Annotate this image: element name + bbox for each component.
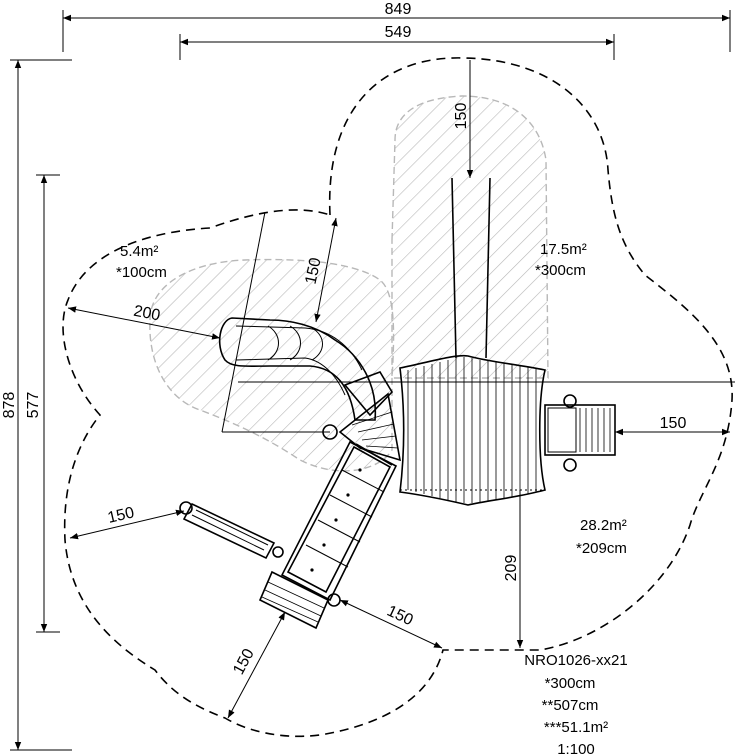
product-height: *300cm [545,675,596,692]
clearance-bottom-left-arrow [227,611,286,719]
clearance-bottom-left-label: 150 [230,646,258,678]
left-height-label: *100cm [116,264,167,281]
clearance-left-arrow [69,509,185,540]
clearance-top-label: 150 [453,103,470,130]
post-cap-icon [563,394,577,408]
clearance-bottom-right-arrow [339,599,443,649]
dimension-overall-width [62,10,731,52]
clearance-left-label: 150 [106,504,136,527]
clearance-center-down-label: 209 [503,555,520,582]
product-total-area: ***51.1m² [544,719,608,736]
clearance-slide-arrow [314,217,338,323]
inner-width-label: 549 [385,24,412,41]
slide [218,317,394,421]
top-right-height-label: *300cm [535,262,586,279]
scale-label: 1:100 [557,741,595,756]
overall-width-label: 849 [385,1,412,18]
balance-beam [179,501,284,560]
slide-clearance-box [221,211,735,433]
side-steps [544,394,616,472]
tower-use-zone [391,95,549,379]
safety-zone-outline [62,57,733,738]
clearance-slide-side-arrow [67,306,221,340]
bottom-right-height-label: *209cm [576,540,627,557]
post-cap-icon [563,458,577,472]
product-info: NRO1026-xx21 *300cm **507cm ***51.1m² 1:… [524,652,627,756]
product-length: **507cm [542,697,599,714]
bottom-right-area-label: 28.2m² [580,517,627,534]
clearance-slide-label: 150 [303,256,325,286]
post-cap-icon [179,501,193,515]
product-code: NRO1026-xx21 [524,652,627,669]
ramp-deck [322,392,402,462]
dimension-inner-width [179,34,615,60]
clearance-right-label: 150 [660,415,687,432]
clearance-slide-side-label: 200 [132,303,162,325]
overall-height-label: 878 [1,392,18,419]
inner-height-label: 577 [25,392,42,419]
climbing-ladder [280,440,398,602]
bottom-steps [258,570,341,630]
dimension-inner-height [36,174,60,633]
left-area-label: 5.4m² [120,243,158,260]
top-right-area-label: 17.5m² [540,241,587,258]
post-cap-icon [322,424,338,440]
dimension-overall-height [10,59,72,751]
tower-platform [399,177,546,506]
clearance-bottom-right-label: 150 [384,603,415,630]
